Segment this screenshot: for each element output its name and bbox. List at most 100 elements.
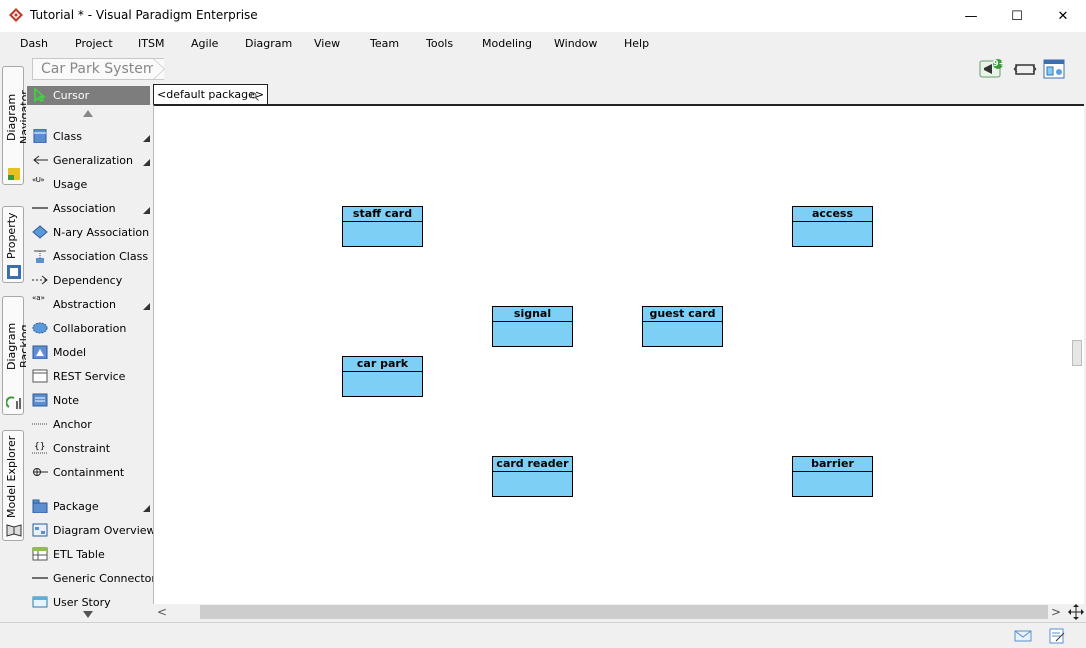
menu-project[interactable]: Project [75,37,113,50]
palette-item-abstraction[interactable]: «a» Abstraction [30,294,150,314]
palette-cursor[interactable]: Cursor [27,86,150,105]
menu-help[interactable]: Help [624,37,650,50]
fit-diagram-button[interactable] [1013,59,1037,79]
menu-window[interactable]: Window [554,37,598,50]
palette-item-containment[interactable]: Containment [30,462,150,482]
visual-paradigm-logo-icon [9,8,23,22]
title-bar: Tutorial * - Visual Paradigm Enterprise … [0,0,1086,32]
etl-table-icon [32,547,48,561]
fit-to-window-icon [1013,64,1037,75]
menu-modeling[interactable]: Modeling [482,37,533,50]
scroll-right-button[interactable]: > [1051,605,1062,619]
megaphone-icon [979,59,1003,78]
side-panel-grip[interactable] [1072,340,1082,366]
scrollbar-thumb[interactable] [200,605,1048,619]
collaboration-icon [32,322,48,334]
tab-diagram-navigator[interactable]: Diagram Navigator [2,66,31,185]
expand-triangle-icon[interactable] [143,505,150,512]
class-barrier[interactable]: barrier [792,456,873,497]
backlog-icon [6,396,21,409]
class-name: card reader [493,457,572,472]
property-icon [7,265,21,279]
palette-item-label: User Story [53,596,111,609]
maximize-button[interactable]: ☐ [1011,8,1023,24]
tab-property[interactable]: Property [2,206,24,283]
palette-item-constraint[interactable]: {} Constraint [30,438,150,458]
breadcrumb[interactable]: Car Park System [32,58,165,80]
palette-scroll-up-icon[interactable] [83,110,93,117]
class-access[interactable]: access [792,206,873,247]
menu-diagram[interactable]: Diagram [245,37,293,50]
association-class-icon [34,250,46,263]
anchor-icon [32,423,48,425]
pan-move-icon[interactable] [1068,604,1084,620]
notes-icon[interactable] [1048,628,1066,644]
search-icon[interactable] [250,92,259,101]
cursor-arrow-icon [34,88,46,102]
palette-item-diagram-overview[interactable]: Diagram Overview [30,520,156,540]
palette-item-association-class[interactable]: Association Class [30,246,150,266]
palette-scroll-down-icon[interactable] [83,611,93,618]
palette-item-nary-association[interactable]: N-ary Association [30,222,150,242]
scroll-left-button[interactable]: < [157,605,168,619]
default-package-tab[interactable]: <default package> [153,84,269,105]
diagram-canvas[interactable]: staff card access signal guest card car … [153,104,1084,604]
layout-button[interactable] [1042,59,1066,79]
menu-view[interactable]: View [314,37,341,50]
class-name: access [793,207,872,222]
palette-item-collaboration[interactable]: Collaboration [30,318,150,338]
mail-icon[interactable] [1014,628,1032,644]
palette-item-class[interactable]: Class [30,126,150,146]
status-bar [0,622,1086,648]
palette-item-association[interactable]: Association [30,198,150,218]
class-staff-card[interactable]: staff card [342,206,423,247]
class-name: signal [493,307,572,322]
menu-agile[interactable]: Agile [191,37,219,50]
palette-item-note[interactable]: Note [30,390,150,410]
palette-item-generic-connector[interactable]: Generic Connector [30,568,156,588]
menu-team[interactable]: Team [370,37,400,50]
class-card-reader[interactable]: card reader [492,456,573,497]
palette-item-label: Note [53,394,80,407]
palette-item-label: Class [53,130,82,143]
expand-triangle-icon[interactable] [143,303,150,310]
package-icon [32,499,48,513]
palette-item-label: Collaboration [53,322,127,335]
class-name: barrier [793,457,872,472]
class-car-park[interactable]: car park [342,356,423,397]
tab-diagram-backlog[interactable]: Diagram Backlog [2,296,31,415]
palette-item-label: Generalization [53,154,133,167]
palette-item-label: REST Service [53,370,126,383]
palette-item-anchor[interactable]: Anchor [30,414,150,434]
constraint-icon: {} [32,442,48,454]
menu-tools[interactable]: Tools [426,37,454,50]
palette-item-rest-service[interactable]: REST Service [30,366,150,386]
model-explorer-icon [6,524,22,537]
svg-text:{}: {} [34,442,45,452]
tab-model-explorer[interactable]: Model Explorer [2,430,24,541]
close-button[interactable]: ✕ [1057,8,1069,24]
palette-item-label: Containment [53,466,125,479]
palette-item-etl-table[interactable]: ETL Table [30,544,150,564]
menu-itsm[interactable]: ITSM [138,37,165,50]
palette-item-generalization[interactable]: Generalization [30,150,150,170]
expand-triangle-icon[interactable] [143,135,150,142]
palette-item-package[interactable]: Package [30,496,150,516]
horizontal-scrollbar[interactable]: < > [153,604,1066,620]
side-tab-strip: Diagram Navigator Property Diagram Backl… [0,56,31,622]
abstraction-icon: «a» [32,294,45,302]
palette-item-user-story[interactable]: User Story [30,592,150,612]
notification-button[interactable]: 9+ [979,59,1006,79]
palette-item-model[interactable]: Model [30,342,150,362]
class-signal[interactable]: signal [492,306,573,347]
minimize-button[interactable]: — [964,8,978,24]
notification-badge: 9+ [993,59,1006,68]
palette-item-dependency[interactable]: Dependency [30,270,150,290]
expand-triangle-icon[interactable] [143,207,150,214]
menu-dash[interactable]: Dash [20,37,48,50]
palette-item-label: Constraint [53,442,111,455]
palette-item-label: Generic Connector [53,572,156,585]
class-guest-card[interactable]: guest card [642,306,723,347]
palette-item-usage[interactable]: «U» Usage [30,174,150,194]
expand-triangle-icon[interactable] [143,159,150,166]
